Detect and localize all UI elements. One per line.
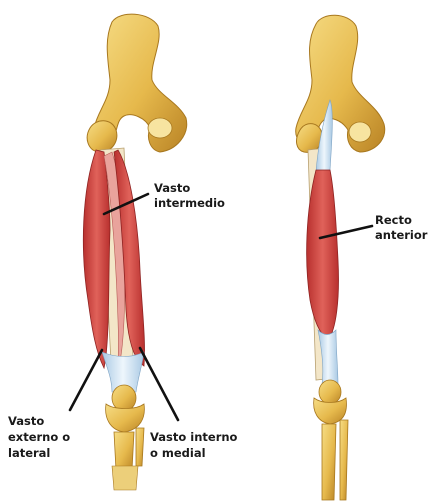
right-tibia bbox=[322, 424, 336, 500]
label-vasto-interno: Vasto interno o medial bbox=[150, 430, 241, 460]
leader-vasto-interno bbox=[140, 348, 178, 420]
right-fibula bbox=[340, 420, 348, 500]
label-vasto-externo: Vasto externo o lateral bbox=[8, 414, 74, 460]
left-patella bbox=[112, 385, 136, 411]
left-fibula bbox=[136, 428, 144, 466]
label-recto-anterior: Recto anterior bbox=[375, 213, 428, 242]
right-leg-illustration bbox=[296, 15, 385, 500]
recto-anterior-muscle bbox=[307, 170, 339, 340]
left-tibia-lower bbox=[112, 466, 138, 490]
vasto-externo-muscle bbox=[83, 150, 110, 368]
left-femur-head bbox=[87, 121, 117, 152]
labels: Vasto intermedio Recto anterior Vasto ex… bbox=[8, 181, 428, 460]
right-patella bbox=[319, 380, 341, 404]
label-vasto-intermedio: Vasto intermedio bbox=[154, 181, 225, 210]
left-tibia bbox=[114, 432, 134, 470]
left-leg-illustration bbox=[83, 14, 186, 490]
leader-vasto-externo bbox=[70, 350, 102, 410]
